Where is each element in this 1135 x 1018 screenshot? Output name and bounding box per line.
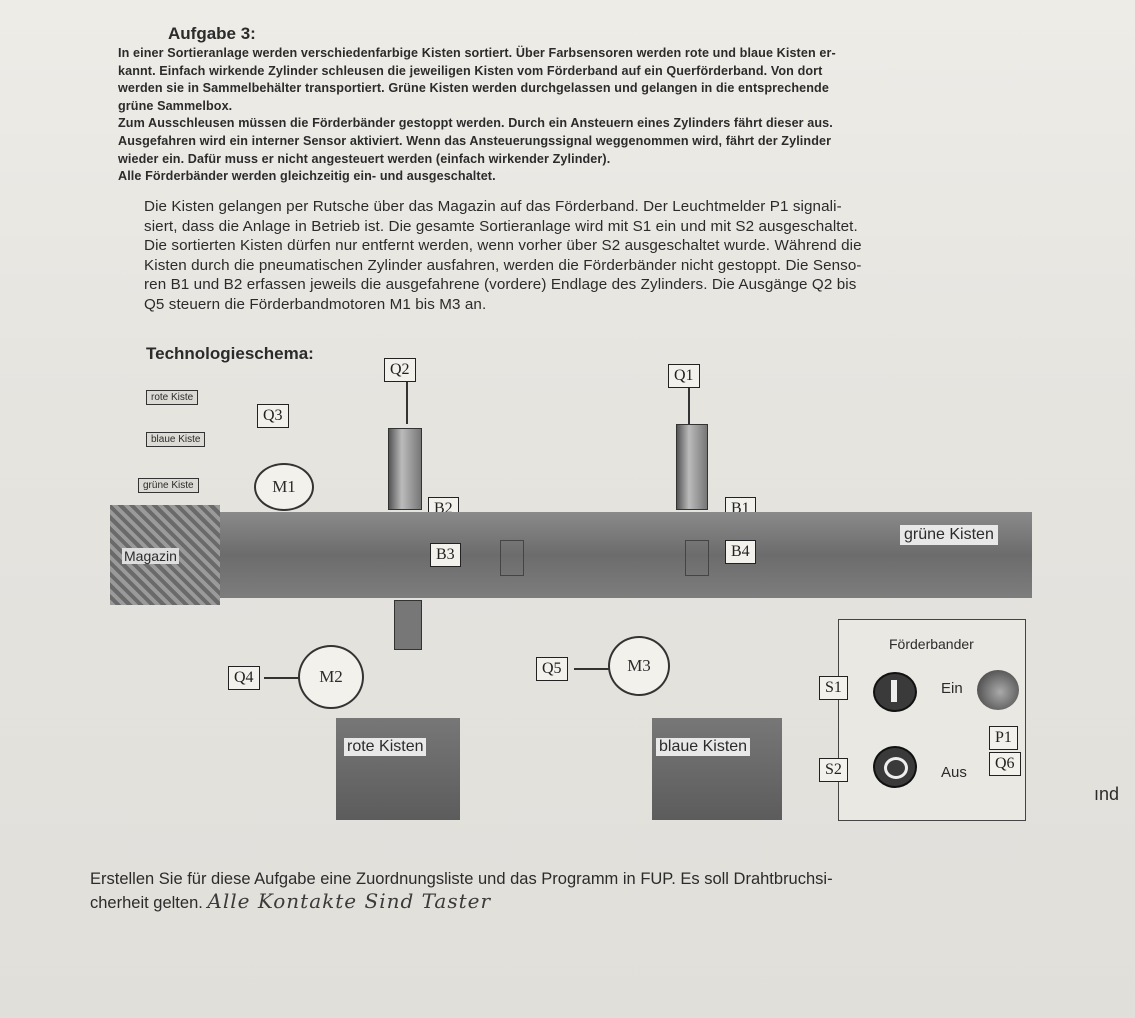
cross-conveyor-segment [394, 600, 422, 650]
text-line: Zum Ausschleusen müssen die Förderbänder… [118, 116, 833, 131]
task-heading: Aufgabe 3: [168, 24, 256, 43]
motor-m3: M3 [608, 636, 670, 696]
label-b4: B4 [725, 540, 756, 564]
text-line: ren B1 und B2 erfassen jeweils die ausge… [144, 276, 857, 294]
box-on-conveyor [685, 540, 709, 576]
start-button-mark [891, 680, 897, 702]
text-line: kannt. Einfach wirkende Zylinder schleus… [118, 63, 823, 78]
text-line: Erstellen Sie für diese Aufgabe eine Zuo… [90, 870, 833, 888]
legend-blue-box: blaue Kiste [146, 432, 206, 447]
green-boxes-label: grüne Kisten [900, 525, 998, 545]
label-s1: S1 [819, 676, 848, 700]
start-button[interactable] [873, 672, 917, 712]
label-p1: P1 [989, 726, 1018, 750]
task-details: Die Kisten gelangen per Rutsche über das… [144, 197, 1024, 315]
stop-button[interactable] [873, 746, 917, 788]
assignment-text: Erstellen Sie für diese Aufgabe eine Zuo… [90, 868, 1060, 914]
label-q2: Q2 [384, 358, 416, 382]
text-line: Die Kisten gelangen per Rutsche über das… [144, 198, 842, 215]
motor-m3-label: M3 [627, 656, 651, 675]
stop-button-mark [884, 757, 908, 779]
label-q3: Q3 [257, 404, 289, 428]
text-line: werden sie in Sammelbehälter transportie… [118, 81, 829, 96]
text-line: Ausgefahren wird ein interner Sensor akt… [118, 133, 832, 148]
text-line: wieder ein. Dafür muss er nicht angesteu… [118, 151, 611, 166]
motor-m2: M2 [298, 645, 364, 709]
text-line: Die sortierten Kisten dürfen nur entfern… [144, 237, 862, 255]
legend-green-box: grüne Kiste [138, 478, 199, 493]
magazine-label: Magazin [122, 548, 179, 564]
main-conveyor [110, 512, 1032, 598]
connector-line [406, 382, 408, 424]
motor-m1-label: M1 [272, 477, 296, 496]
handwritten-note: Alle Kontakte Sind Taster [207, 889, 492, 913]
connector-line [688, 388, 690, 424]
label-q6: Q6 [989, 752, 1021, 776]
technology-schema-title: Technologieschema: [146, 344, 314, 363]
text-line: siert, dass die Anlage in Betrieb ist. D… [144, 217, 858, 235]
blue-boxes-bin [652, 718, 782, 820]
label-q1: Q1 [668, 364, 700, 388]
motor-m2-label: M2 [319, 667, 343, 686]
text-line: Kisten durch die pneumatischen Zylinder … [144, 256, 862, 274]
connector-line [574, 668, 610, 670]
task-description: In einer Sortieranlage werden verschiede… [118, 45, 1028, 186]
on-label: Ein [941, 680, 963, 697]
control-panel: Förderbander S1 Ein P1 S2 Aus Q6 [819, 619, 1026, 821]
text-line: Q5 steuern die Förderbandmotoren M1 bis … [144, 295, 487, 313]
label-q5: Q5 [536, 657, 568, 681]
legend-red-box: rote Kiste [146, 390, 199, 405]
text-line: grüne Sammelbox. [118, 98, 233, 113]
indicator-lamp [977, 670, 1019, 710]
box-on-conveyor [500, 540, 524, 576]
text-line: In einer Sortieranlage werden verschiede… [118, 46, 836, 60]
cylinder-q2 [388, 428, 422, 510]
red-boxes-bin [336, 718, 460, 820]
cylinder-q1 [676, 424, 708, 510]
panel-title: Förderbander [889, 636, 974, 652]
cut-off-text: ınd [1094, 784, 1120, 804]
label-s2: S2 [819, 758, 848, 782]
text-fragment: cherheit gelten. [90, 894, 203, 912]
blue-boxes-label: blaue Kisten [656, 738, 751, 756]
label-b3: B3 [430, 543, 461, 567]
red-boxes-label: rote Kisten [344, 738, 427, 756]
label-q4: Q4 [228, 666, 260, 690]
connector-line [264, 677, 300, 679]
text-line: Alle Förderbänder werden gleichzeitig ei… [118, 169, 496, 184]
text-line: cherheit gelten. Alle Kontakte Sind Tast… [90, 890, 1060, 914]
off-label: Aus [941, 764, 967, 781]
motor-m1: M1 [254, 463, 314, 511]
